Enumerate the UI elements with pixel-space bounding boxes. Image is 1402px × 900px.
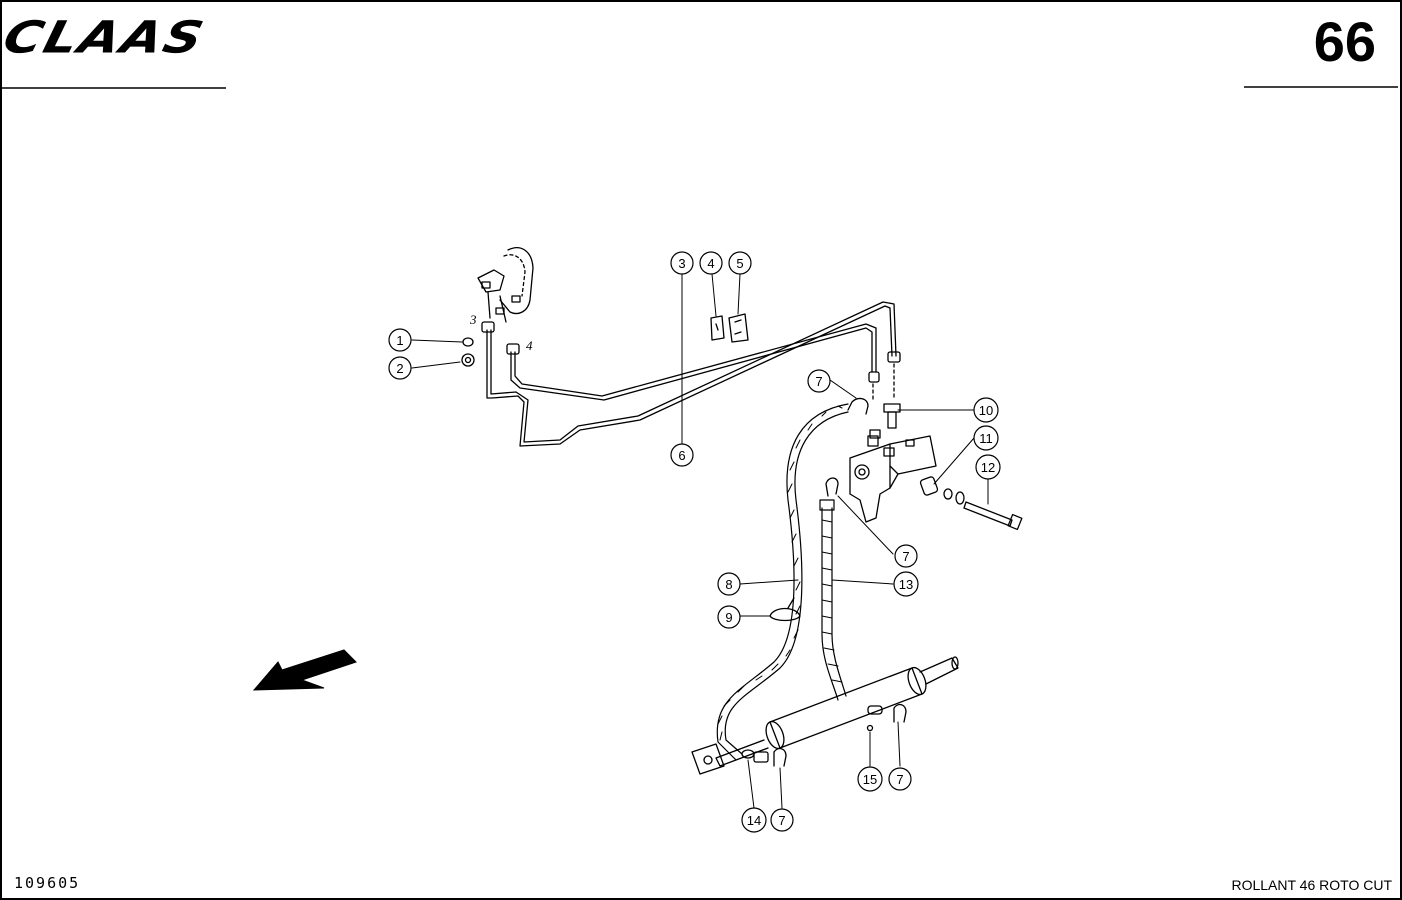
callout-7-bottom-right: 7 — [888, 767, 912, 791]
callout-9: 9 — [717, 605, 741, 629]
callout-6: 6 — [670, 443, 694, 467]
direction-arrow-icon — [252, 649, 357, 691]
part-15-pin — [866, 724, 874, 732]
pipe-nut-4 — [506, 343, 520, 355]
svg-text:7: 7 — [815, 374, 822, 389]
part-12-bolt — [963, 501, 1023, 531]
svg-text:7: 7 — [896, 772, 903, 787]
washer-a — [943, 488, 953, 500]
part-1-seal — [462, 337, 474, 347]
svg-text:5: 5 — [736, 256, 743, 271]
part-9-clip — [769, 597, 801, 622]
svg-text:2: 2 — [396, 361, 403, 376]
distributor-block — [849, 435, 937, 523]
callout-15: 15 — [857, 766, 883, 792]
hydraulic-cylinder — [691, 656, 959, 775]
pipe-nut-mid — [868, 371, 880, 383]
callout-11: 11 — [973, 425, 999, 451]
callout-7-bottom-left: 7 — [770, 808, 794, 832]
callout-13: 13 — [893, 571, 919, 597]
callout-8: 8 — [717, 572, 741, 596]
washer-b — [955, 491, 965, 505]
svg-text:15: 15 — [863, 772, 877, 787]
part-11-bushing — [919, 476, 939, 496]
svg-text:14: 14 — [747, 813, 761, 828]
callout-2: 2 — [388, 356, 412, 380]
page-number: 66 — [1313, 10, 1376, 73]
svg-text:8: 8 — [725, 577, 732, 592]
svg-text:4: 4 — [707, 256, 714, 271]
hydraulic-hose-8 — [716, 403, 849, 761]
hydraulic-pipe-6 — [510, 323, 877, 401]
pipe-port-label-3: 3 — [469, 312, 477, 327]
callout-4: 4 — [699, 251, 723, 275]
svg-text:7: 7 — [902, 549, 909, 564]
svg-text:1: 1 — [396, 333, 403, 348]
control-valve-block — [477, 247, 534, 323]
svg-text:3: 3 — [678, 256, 685, 271]
part-7-elbow-top — [847, 397, 869, 415]
hydraulic-hose-13 — [819, 499, 847, 701]
svg-text:11: 11 — [979, 431, 993, 446]
document-number: 109605 — [14, 874, 81, 892]
svg-text:7: 7 — [778, 813, 785, 828]
part-5-clamp — [728, 313, 749, 343]
leader-lines — [411, 273, 989, 809]
part-14-fitting — [741, 749, 769, 763]
callout-14: 14 — [741, 807, 767, 833]
callout-3: 3 — [670, 251, 694, 275]
pipe-nut-3 — [481, 321, 495, 333]
part-10-fitting — [869, 403, 901, 439]
svg-text:6: 6 — [678, 448, 685, 463]
svg-text:10: 10 — [979, 403, 993, 418]
part-7-elbow-bottom-left — [773, 747, 787, 767]
callout-1: 1 — [388, 328, 412, 352]
part-2-nut — [461, 353, 475, 367]
callout-7-top: 7 — [807, 369, 831, 393]
svg-text:12: 12 — [981, 460, 995, 475]
model-name: ROLLANT 46 ROTO CUT — [1231, 877, 1392, 893]
svg-text:13: 13 — [899, 577, 913, 592]
part-7-elbow-mid — [825, 477, 839, 497]
pipe-nut-right — [887, 351, 901, 363]
callout-10: 10 — [973, 397, 999, 423]
svg-text:9: 9 — [725, 610, 732, 625]
callout-12: 12 — [975, 454, 1001, 480]
hydraulic-pipe-3 — [486, 301, 897, 447]
callout-7-mid: 7 — [894, 544, 918, 568]
callout-5: 5 — [728, 251, 752, 275]
pipe-port-label-4: 4 — [526, 338, 533, 353]
part-7-elbow-bottom-right — [893, 703, 907, 723]
part-4-clamp — [710, 315, 725, 341]
